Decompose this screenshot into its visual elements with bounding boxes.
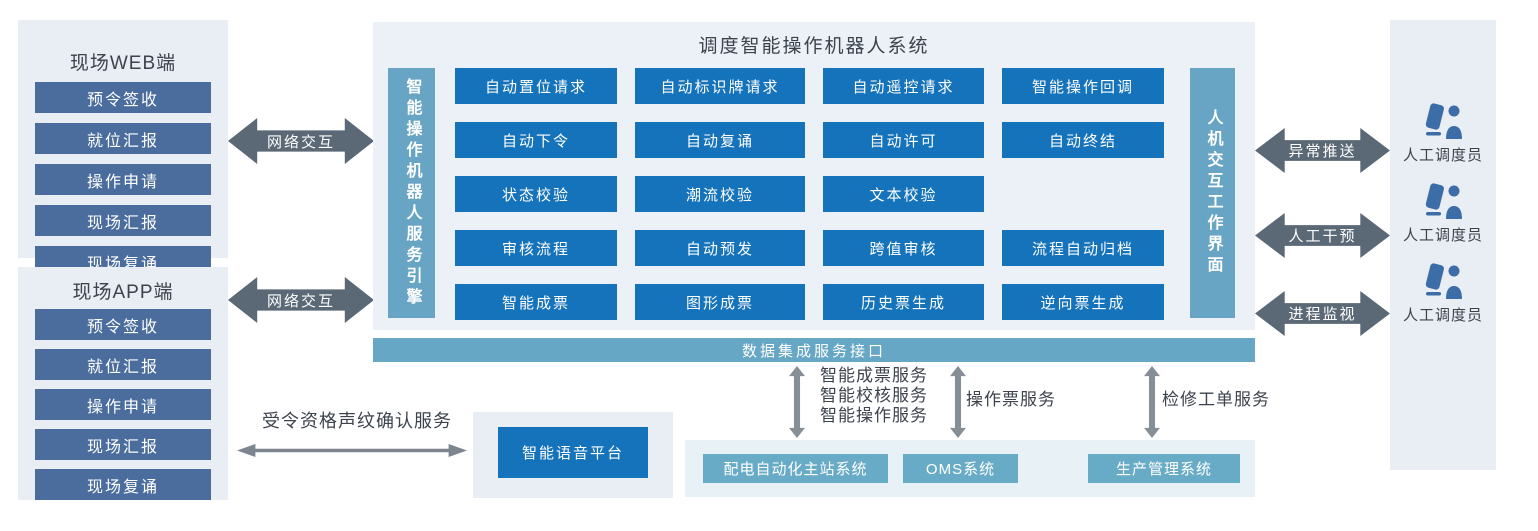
function-cell: 智能操作回调 bbox=[1002, 68, 1164, 104]
dispatcher-icon bbox=[1425, 103, 1462, 139]
hmi-bar-label: 人机交互工作界面 bbox=[1204, 109, 1222, 277]
function-cell: 历史票生成 bbox=[823, 284, 984, 320]
dispatcher-label: 人工调度员 bbox=[1402, 227, 1483, 244]
function-cell: 文本校验 bbox=[823, 176, 984, 212]
function-cell: 逆向票生成 bbox=[1002, 284, 1164, 320]
web-item: 操作申请 bbox=[35, 164, 211, 195]
ticket-service-labels: 智能成票服务 智能校核服务 智能操作服务 bbox=[820, 366, 928, 426]
dispatcher-panel: 人工调度员 人工调度员 人工调度 bbox=[1390, 20, 1496, 470]
service-label: 智能成票服务 bbox=[820, 366, 928, 385]
voice-platform-box: 智能语音平台 bbox=[498, 427, 648, 478]
ticket-service-arrow bbox=[789, 366, 805, 438]
work-order-arrow bbox=[1144, 366, 1160, 438]
app-item: 现场汇报 bbox=[35, 429, 211, 460]
work-order-label: 检修工单服务 bbox=[1162, 390, 1270, 409]
function-cell: 自动标识牌请求 bbox=[635, 68, 805, 104]
app-item: 就位汇报 bbox=[35, 349, 211, 380]
web-terminal-panel: 现场WEB端 预令签收 就位汇报 操作申请 现场汇报 现场复诵 bbox=[18, 20, 228, 277]
function-cell: 自动预发 bbox=[635, 230, 805, 266]
grid-empty-cell bbox=[1002, 176, 1164, 212]
web-item: 预令签收 bbox=[35, 82, 211, 113]
manual-intervention-arrow: 人工干预 bbox=[1255, 213, 1390, 258]
voice-platform-panel: 智能语音平台 bbox=[473, 412, 673, 498]
engine-bar-label: 智能操作机器人服务引擎 bbox=[403, 77, 421, 309]
web-item: 现场汇报 bbox=[35, 205, 211, 236]
function-cell: 自动终结 bbox=[1002, 122, 1164, 158]
app-terminal-panel: 现场APP端 预令签收 就位汇报 操作申请 现场汇报 现场复诵 bbox=[18, 267, 228, 500]
dispatcher-icon bbox=[1425, 263, 1462, 299]
function-cell: 自动遥控请求 bbox=[823, 68, 984, 104]
web-item: 就位汇报 bbox=[35, 123, 211, 154]
function-cell: 潮流校验 bbox=[635, 176, 805, 212]
data-integration-bar: 数据集成服务接口 bbox=[373, 338, 1255, 362]
function-grid: 自动置位请求 自动标识牌请求 自动遥控请求 智能操作回调 自动下令 自动复诵 自… bbox=[455, 68, 1164, 320]
function-cell: 流程自动归档 bbox=[1002, 230, 1164, 266]
dispatcher-group: 人工调度员 bbox=[1390, 183, 1496, 245]
system-box-distribution: 配电自动化主站系统 bbox=[703, 454, 888, 483]
external-systems-panel: 配电自动化主站系统 OMS系统 生产管理系统 bbox=[685, 440, 1255, 497]
function-cell: 自动置位请求 bbox=[455, 68, 617, 104]
voiceprint-service-label: 受令资格声纹确认服务 bbox=[262, 411, 452, 431]
function-cell: 图形成票 bbox=[635, 284, 805, 320]
function-cell: 智能成票 bbox=[455, 284, 617, 320]
exception-push-arrow: 异常推送 bbox=[1255, 128, 1390, 173]
system-box-oms: OMS系统 bbox=[903, 454, 1018, 483]
hmi-bar: 人机交互工作界面 bbox=[1190, 68, 1235, 318]
function-cell: 自动复诵 bbox=[635, 122, 805, 158]
dispatcher-label: 人工调度员 bbox=[1402, 307, 1483, 324]
app-panel-title: 现场APP端 bbox=[72, 282, 174, 303]
dispatcher-icon bbox=[1425, 183, 1462, 219]
function-cell: 自动下令 bbox=[455, 122, 617, 158]
function-cell: 审核流程 bbox=[455, 230, 617, 266]
operation-ticket-arrow bbox=[950, 366, 966, 438]
function-cell: 自动许可 bbox=[823, 122, 984, 158]
system-title: 调度智能操作机器人系统 bbox=[698, 36, 930, 57]
service-label: 智能校核服务 bbox=[820, 386, 928, 405]
process-monitor-arrow: 进程监视 bbox=[1255, 291, 1390, 336]
robot-system-panel: 调度智能操作机器人系统 智能操作机器人服务引擎 自动置位请求 自动标识牌请求 自… bbox=[373, 22, 1255, 330]
dispatcher-group: 人工调度员 bbox=[1390, 103, 1496, 165]
voiceprint-service-arrow bbox=[237, 444, 467, 457]
network-arrow-top: 网络交互 bbox=[228, 118, 374, 164]
network-arrow-bottom: 网络交互 bbox=[228, 277, 374, 323]
app-item: 预令签收 bbox=[35, 309, 211, 340]
dispatcher-group: 人工调度员 bbox=[1390, 263, 1496, 325]
operation-ticket-label: 操作票服务 bbox=[966, 390, 1056, 409]
system-box-production: 生产管理系统 bbox=[1088, 454, 1240, 483]
dispatcher-label: 人工调度员 bbox=[1402, 147, 1483, 164]
function-cell: 状态校验 bbox=[455, 176, 617, 212]
engine-bar: 智能操作机器人服务引擎 bbox=[388, 68, 435, 318]
web-panel-title: 现场WEB端 bbox=[69, 53, 177, 74]
app-item: 操作申请 bbox=[35, 389, 211, 420]
service-label: 智能操作服务 bbox=[820, 406, 928, 425]
function-cell: 跨值审核 bbox=[823, 230, 984, 266]
app-item: 现场复诵 bbox=[35, 469, 211, 500]
